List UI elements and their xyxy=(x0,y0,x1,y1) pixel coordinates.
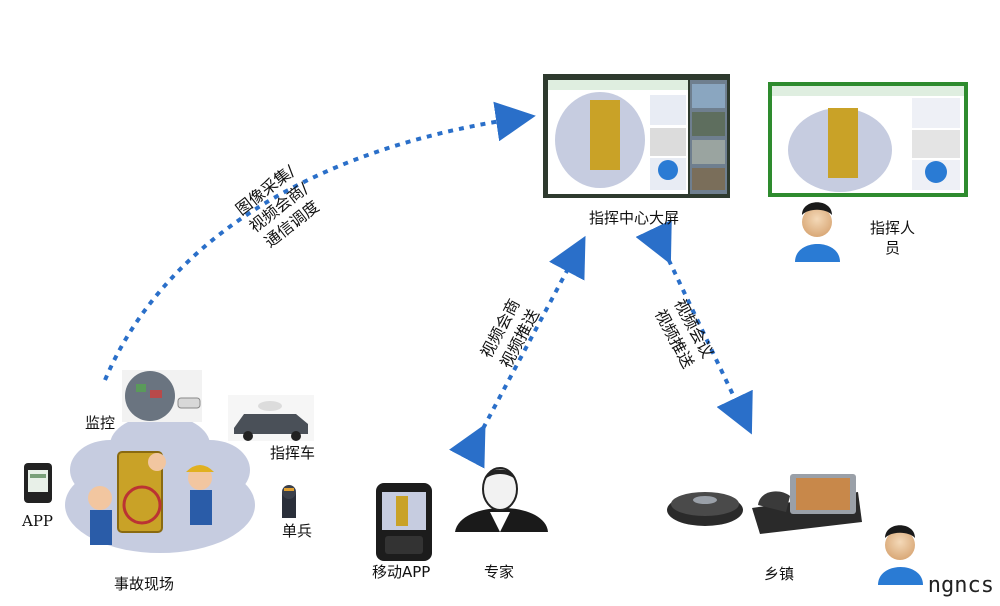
township-label: 乡镇 xyxy=(764,565,795,583)
arrow-scene-to-center xyxy=(103,101,536,381)
mobile-app-label: 移动APP xyxy=(372,563,431,581)
soldier-label: 单兵 xyxy=(282,522,313,540)
commander-screen-image xyxy=(768,82,968,197)
expert-label: 专家 xyxy=(484,563,515,581)
arrow-center-township xyxy=(635,219,753,435)
soldier-image xyxy=(282,485,296,518)
watermark: ngncs xyxy=(927,573,994,598)
monitoring-image xyxy=(122,370,202,422)
command-center-screen-image xyxy=(543,74,730,198)
mobile-app-phone-image xyxy=(376,483,432,561)
commander-label: 指挥人 员 xyxy=(870,218,915,259)
commander-label-line-2: 员 xyxy=(885,239,901,258)
command-vehicle-image xyxy=(228,395,314,441)
commander-label-line-1: 指挥人 xyxy=(870,219,916,237)
conference-speaker-image xyxy=(667,492,743,526)
expert-portrait-image xyxy=(455,467,548,532)
app-phone-icon xyxy=(24,463,52,503)
command-vehicle-label: 指挥车 xyxy=(270,444,316,462)
arrow-center-expert xyxy=(449,235,586,469)
accident-scene-label: 事故现场 xyxy=(114,575,175,593)
command-center-label: 指挥中心大屏 xyxy=(589,209,680,227)
commander-person-icon xyxy=(795,202,840,262)
township-person-icon xyxy=(878,525,923,585)
app-label: APP xyxy=(22,512,54,530)
video-phone-image xyxy=(752,474,862,534)
accident-scene-image xyxy=(65,415,255,553)
monitoring-label: 监控 xyxy=(85,414,116,432)
